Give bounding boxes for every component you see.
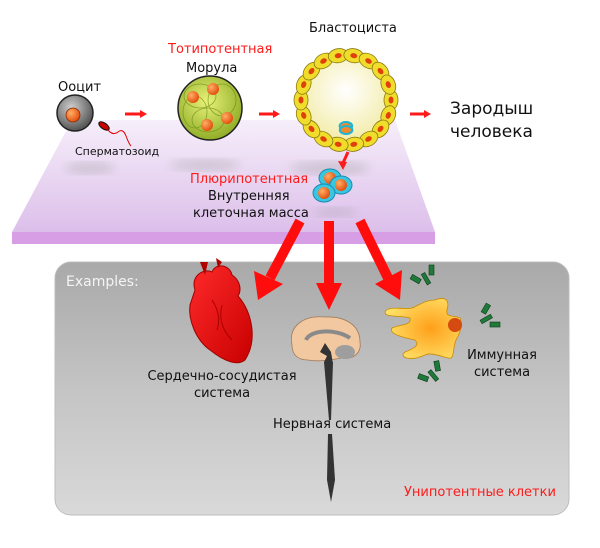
- cardiovascular-label-line2: система: [193, 386, 251, 401]
- trophoblast-nucleus: [388, 96, 394, 104]
- arrow-blastocyst-to-icm: [338, 151, 350, 170]
- morula-potency-label: Тотипотентная: [168, 42, 273, 57]
- icm-label-line1: Внутренняя: [208, 189, 290, 204]
- sperm-icon: [98, 121, 132, 147]
- icm-label-line2: клеточная масса: [193, 206, 309, 221]
- morula-icon: [177, 75, 243, 141]
- trophoblast-nucleus: [301, 112, 307, 119]
- trophoblast-nucleus: [385, 112, 391, 119]
- arrow-to-brain: [316, 221, 342, 310]
- cardiovascular-label: Сердечно-сосудистая система: [147, 368, 297, 402]
- trophoblast-nucleus: [334, 141, 342, 147]
- trophoblast-nucleus: [385, 81, 391, 88]
- trophoblast-nucleus: [298, 96, 304, 104]
- immune-cell-icon: [384, 298, 462, 359]
- trophoblast-nucleus: [365, 136, 372, 142]
- nervous-system-label: Нервная система: [273, 417, 392, 432]
- arrow-to-immune: [355, 218, 402, 300]
- arrow-blastocyst-to-embryo: [410, 110, 431, 118]
- morula-label: Морула: [186, 61, 238, 76]
- immune-label-line1: Иммунная: [467, 348, 537, 363]
- trophoblast-nucleus: [377, 125, 384, 133]
- icm-potency-label: Плюрипотентная: [190, 172, 309, 187]
- oocyte-label: Ооцит: [58, 80, 102, 95]
- trophoblast-nucleus: [320, 136, 327, 142]
- arrow-oocyte-to-morula: [125, 110, 147, 118]
- trophoblast-nucleus: [308, 67, 315, 75]
- trophoblast-nucleus: [301, 81, 307, 88]
- embryo-label-line1: Зародыш: [450, 99, 534, 119]
- arrow-morula-to-blastocyst: [259, 110, 280, 118]
- antibody-icons: [409, 264, 501, 383]
- immune-label-line2: система: [473, 365, 531, 380]
- brain-icon: [291, 316, 361, 364]
- trophoblast-nucleus: [365, 58, 372, 64]
- blastocyst-icon: [293, 48, 399, 152]
- oocyte-icon: [56, 94, 94, 132]
- blastocyst-label: Бластоциста: [309, 21, 397, 36]
- trophoblast-nucleus: [308, 125, 315, 133]
- embryo-label-line2: человека: [450, 122, 533, 142]
- trophoblast-nucleus: [350, 53, 358, 59]
- spinal-cord-icon: [324, 362, 335, 502]
- unipotent-cells-label: Унипотентные клетки: [404, 485, 556, 500]
- examples-panel: [54, 261, 570, 516]
- arrow-to-heart: [254, 218, 305, 300]
- inner-cell: [339, 125, 354, 135]
- embryo-label: Зародыш человека: [450, 98, 533, 144]
- trophoblast-nucleus: [334, 53, 342, 59]
- trophoblast-nucleus: [320, 58, 327, 64]
- heart-icon: [189, 258, 253, 364]
- trophoblast-nucleus: [350, 141, 358, 147]
- immune-system-label: Иммунная система: [462, 347, 542, 381]
- examples-heading: Examples:: [66, 274, 139, 290]
- inner-cell-mass-icon: [312, 168, 353, 203]
- sperm-label: Сперматозоид: [75, 145, 160, 158]
- trophoblast-nucleus: [377, 67, 384, 75]
- cardiovascular-label-line1: Сердечно-сосудистая: [147, 369, 297, 384]
